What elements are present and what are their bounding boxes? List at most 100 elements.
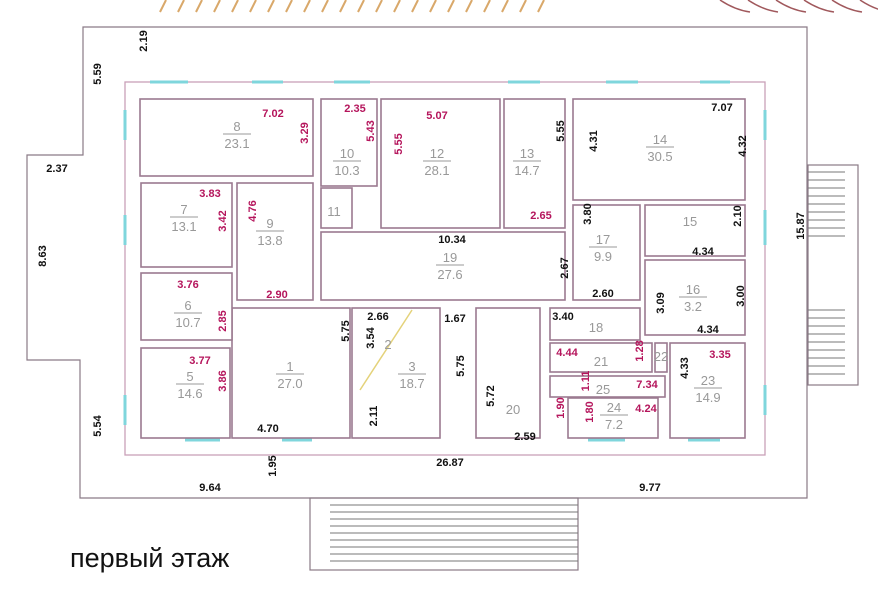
deco-stroke [357,0,365,13]
room-number: 10 [340,146,354,161]
dimension-label: 3.76 [177,279,198,291]
deco-stroke [465,0,473,13]
room-area: 30.5 [647,149,672,164]
dimension-label: 5.72 [485,385,497,406]
room-6: 610.7 [174,298,202,330]
room-17: 179.9 [589,232,617,264]
dimension-label: 2.19 [138,30,150,51]
deco-stroke [249,0,257,13]
room-number: 12 [430,146,444,161]
dimension-label: 4.76 [247,200,259,221]
room-5: 514.6 [176,369,204,401]
room-outline-6 [140,272,233,341]
deco-stroke [537,0,545,13]
room-8: 823.1 [223,119,251,151]
deco-arc [831,0,863,13]
room-outline-14 [572,98,746,201]
deco-arc [775,0,807,13]
dimension-label: 2.65 [530,210,551,222]
dimension-label: 1.28 [634,340,646,361]
room-18: 18 [589,320,603,335]
room-area: 14.7 [514,163,539,178]
room-16: 163.2 [679,282,707,314]
room-outline-15 [644,204,746,257]
room-number: 17 [596,232,610,247]
room-14: 14 30.5 [646,132,674,164]
room-number: 3 [408,359,415,374]
room-outline-1 [231,307,351,439]
dimension-label: 3.54 [365,326,377,348]
dimension-label: 2.67 [559,257,571,278]
deco-stroke [429,0,437,13]
room-7: 713.1 [170,202,198,234]
room-outline-3 [351,307,441,439]
room-outline-9 [236,182,314,301]
room-number: 21 [594,354,608,369]
dimension-label: 2.59 [514,431,535,443]
room-outline-21 [549,342,653,373]
dimension-label: 1.67 [444,313,465,325]
room-19: 19 27.6 [436,250,464,282]
room-number: 2 [384,337,391,352]
dimension-label: 4.34 [692,246,714,258]
dimension-label: 3.35 [709,349,730,361]
room-number: 1 [286,359,293,374]
room-1: 127.0 [276,359,304,391]
room-outline-18 [549,307,641,341]
room-number: 23 [701,373,715,388]
deco-stroke [375,0,383,13]
room-area: 27.6 [437,267,462,282]
stair-ramp [359,309,413,391]
dimension-label: 10.34 [438,234,466,246]
room-13: 13 14.7 [513,146,541,178]
room-20: 20 [506,402,520,417]
deco-stroke [339,0,347,13]
room-number: 13 [520,146,534,161]
dimension-label: 3.86 [217,370,229,391]
dimension-label: 2.10 [732,205,744,226]
room-number: 19 [443,250,457,265]
room-area: 9.9 [594,249,612,264]
deco-arc [803,0,835,13]
dimension-label: 4.33 [679,357,691,378]
deco-stroke [321,0,329,13]
room-number: 5 [186,369,193,384]
dimension-label: 9.64 [199,482,221,494]
room-outline-7 [140,182,233,268]
deco-stroke [159,0,167,13]
dimension-label: 1.95 [267,455,279,476]
windows [123,80,767,442]
dimension-label: 1.90 [555,397,567,418]
dimension-label: 2.85 [217,310,229,331]
room-area: 7.2 [605,417,623,432]
deco-stroke [231,0,239,13]
room-11: 11 [327,204,341,219]
dimension-label: 5.43 [365,120,377,141]
dimension-label: 4.31 [588,130,600,151]
dimension-label: 4.70 [257,423,278,435]
dimension-label: 3.77 [189,355,210,367]
room-number: 25 [596,382,610,397]
deco-stroke [177,0,185,13]
deco-stroke [519,0,527,13]
deco-stroke [285,0,293,13]
room-labels: 127.02318.7514.6610.7713.1823.1913.81010… [170,119,722,432]
dimension-label: 3.29 [299,122,311,143]
room-outline-20 [475,307,541,439]
dimension-label: 2.66 [367,311,388,323]
site-outline [26,26,808,499]
room-9: 913.8 [256,216,284,248]
floor-caption: первый этаж [70,543,230,573]
deco-arc [747,0,779,13]
room-area: 13.8 [257,233,282,248]
dimension-label: 2.60 [592,288,613,300]
room-area: 18.7 [399,376,424,391]
room-3: 318.7 [398,359,426,391]
deco-stroke [447,0,455,13]
room-number: 14 [653,132,667,147]
dimension-label: 15.87 [795,212,807,240]
decorative-arcs [159,0,878,13]
